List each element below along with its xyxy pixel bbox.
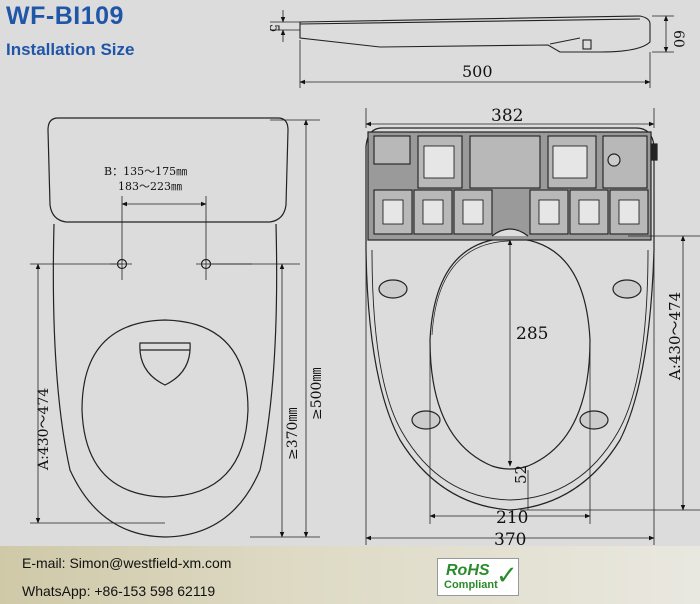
min-depth-500-label: ≥500㎜ bbox=[309, 368, 325, 420]
left-view bbox=[30, 117, 320, 538]
email-text: E-mail: Simon@westfield-xm.com bbox=[22, 555, 232, 571]
gap-label: 52 bbox=[512, 465, 530, 484]
right-depth-label: A:430～474 bbox=[666, 292, 684, 381]
right-view bbox=[365, 108, 700, 545]
technical-drawing: 5 60 500 bbox=[30, 10, 700, 546]
contact-footer: E-mail: Simon@westfield-xm.com WhatsApp:… bbox=[0, 546, 700, 604]
model-title: WF-BI109 bbox=[6, 2, 124, 30]
seat-inner-opening bbox=[429, 237, 591, 470]
side-view bbox=[270, 10, 674, 88]
inner-length-label: 285 bbox=[516, 324, 548, 344]
rohs-compliant: Compliant bbox=[444, 579, 498, 591]
rohs-title: RoHS bbox=[446, 562, 490, 579]
whatsapp-text: WhatsApp: +86-153 598 62119 bbox=[22, 583, 216, 599]
inner-bowl bbox=[139, 342, 191, 386]
side-length-label: 500 bbox=[462, 62, 493, 81]
seat-outer-outline bbox=[365, 127, 655, 511]
seat-width-label: 382 bbox=[491, 106, 523, 126]
side-profile bbox=[299, 15, 651, 53]
bolt-spacing-label-1: B：135～175㎜ bbox=[104, 165, 187, 178]
side-thickness-label: 5 bbox=[266, 24, 281, 32]
seat-opening bbox=[81, 319, 249, 498]
check-icon: ✓ bbox=[496, 561, 518, 591]
left-depth-label: A:430～474 bbox=[36, 388, 52, 471]
min-depth-370-label: ≥370㎜ bbox=[285, 408, 301, 460]
bowl-outline bbox=[52, 223, 278, 538]
side-height-label: 60 bbox=[670, 30, 686, 48]
bolt-spacing-label-2: 183～223㎜ bbox=[118, 180, 182, 193]
outer-width-label: 370 bbox=[494, 530, 526, 546]
tank-outline bbox=[47, 117, 289, 223]
inner-width-label: 210 bbox=[496, 508, 528, 528]
installation-size-subtitle: Installation Size bbox=[6, 40, 135, 59]
rohs-badge: RoHS Compliant ✓ bbox=[437, 558, 519, 596]
